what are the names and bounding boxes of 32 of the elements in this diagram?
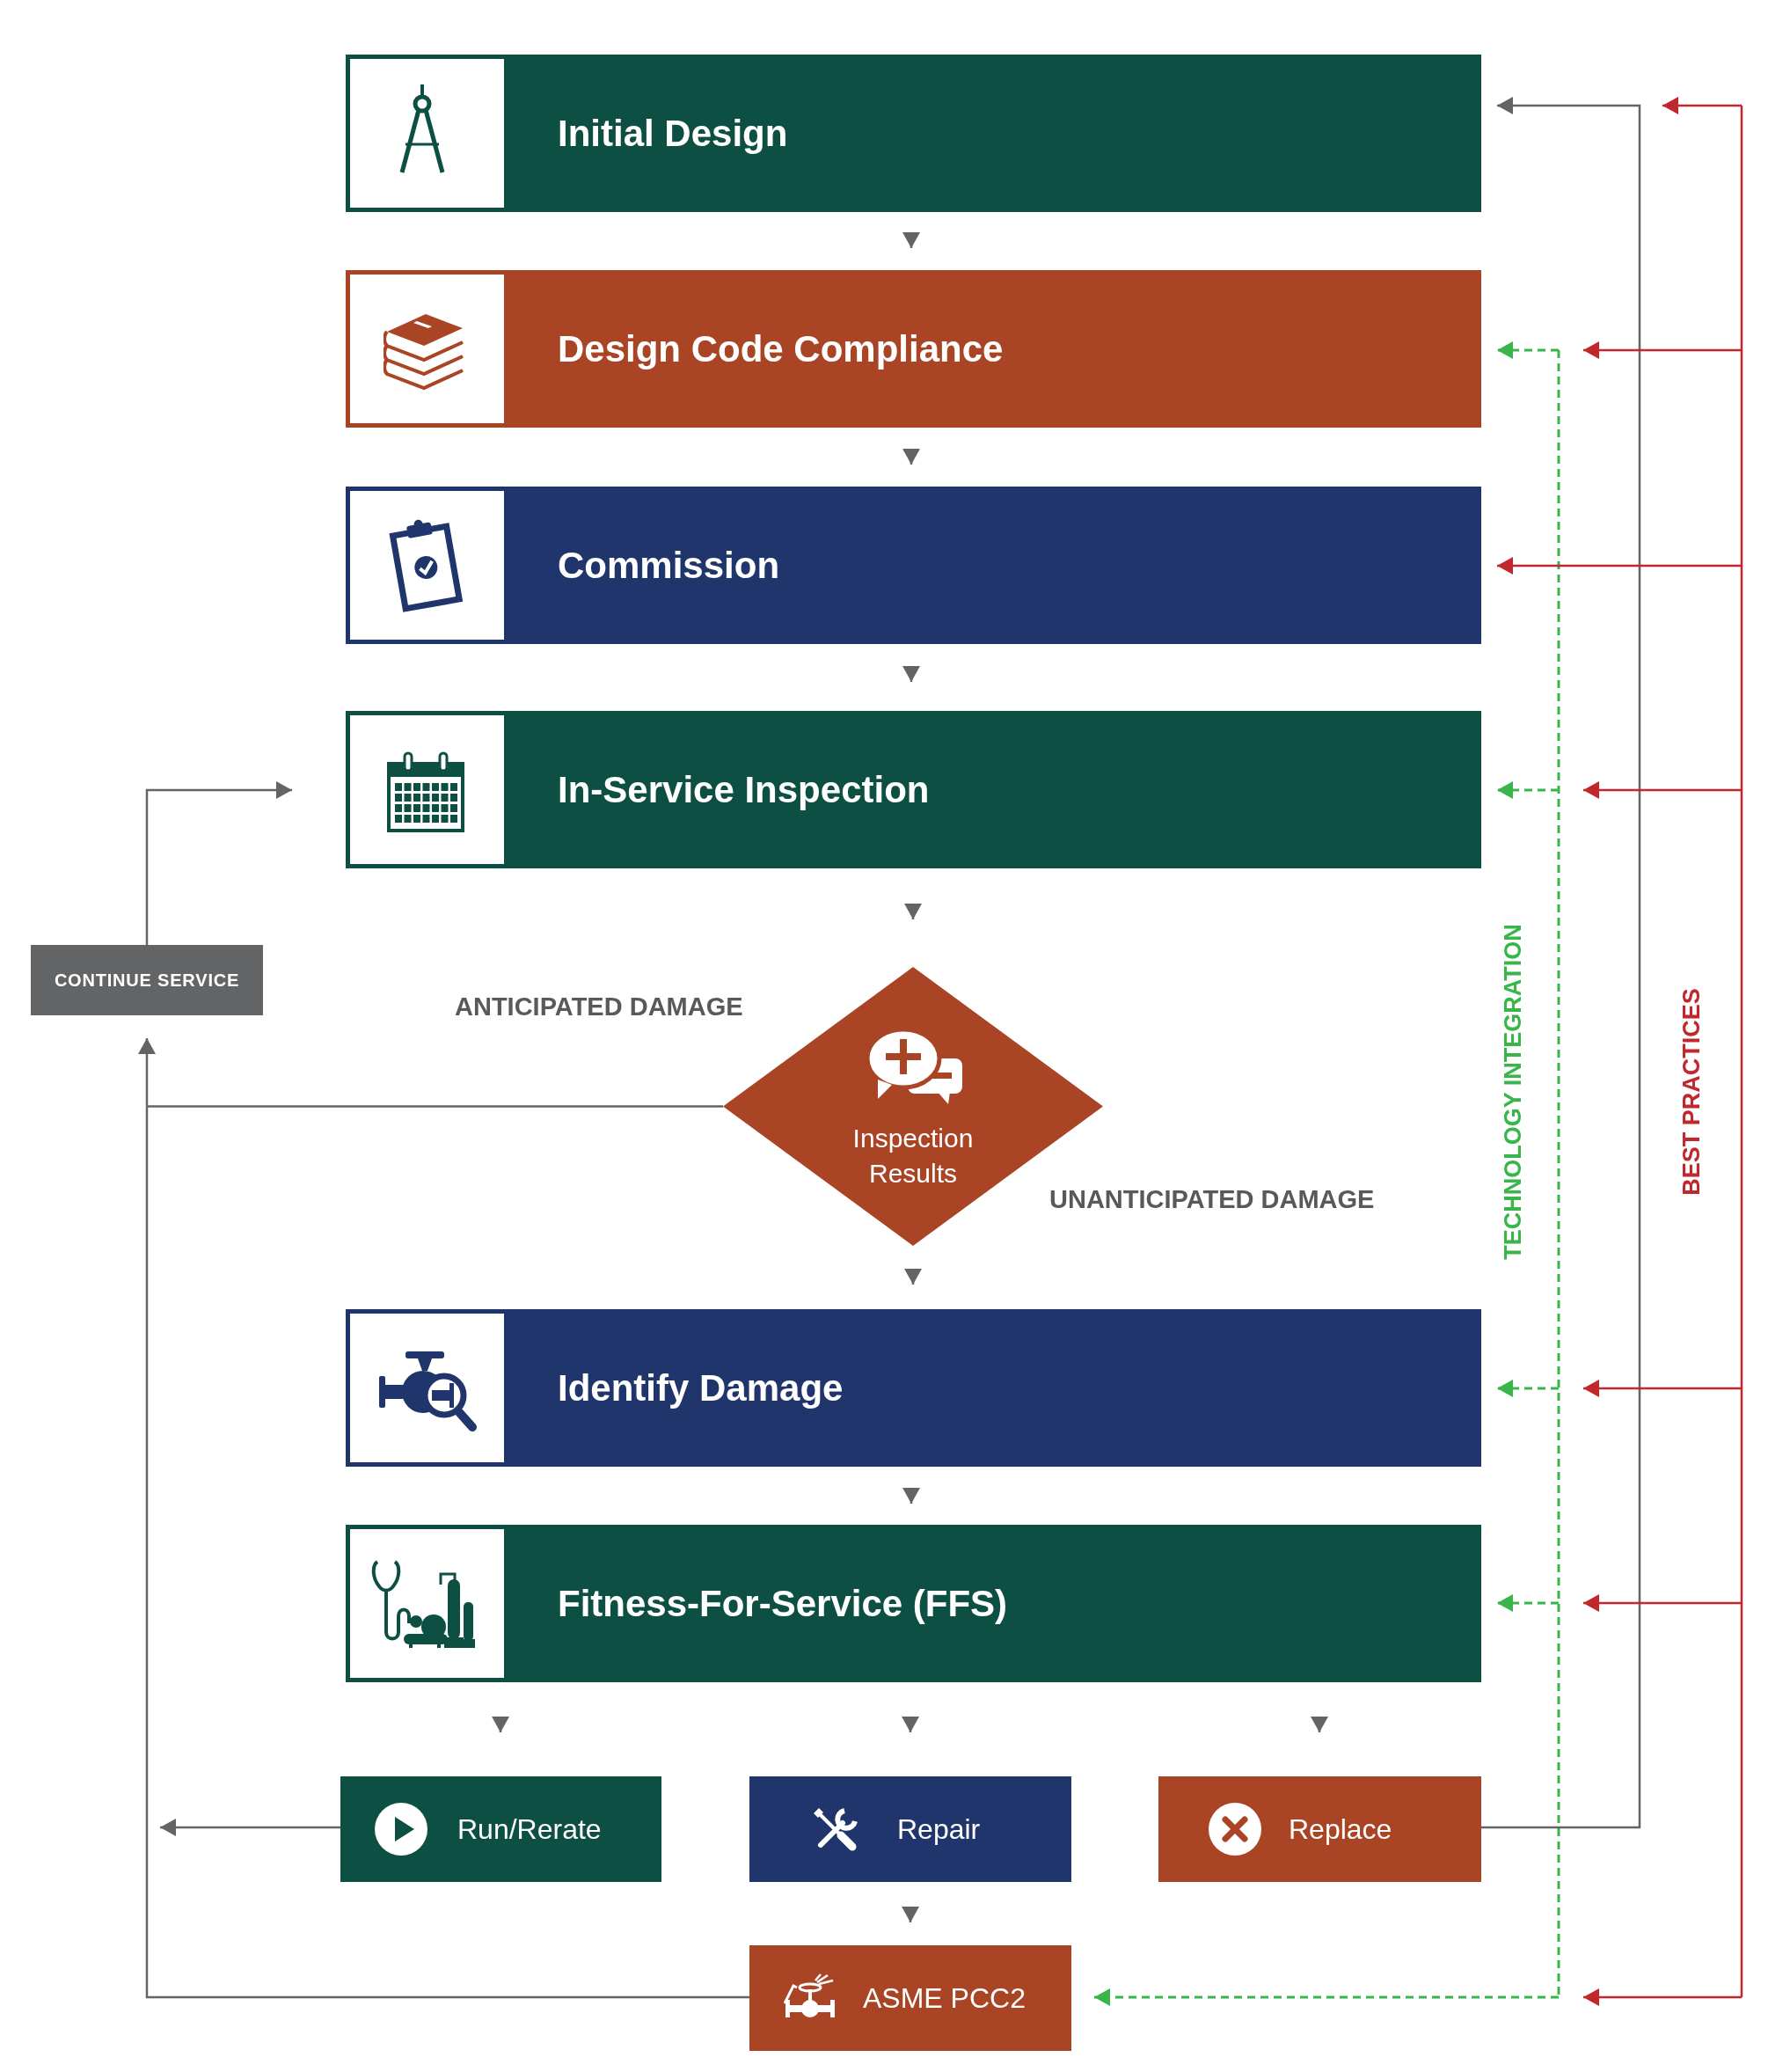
arrow bbox=[1481, 97, 1641, 1829]
decision-label: Inspection Results bbox=[852, 1123, 974, 1190]
action-box bbox=[749, 1945, 1071, 2051]
step-title: Fitness-For-Service (FFS) bbox=[558, 1582, 1008, 1625]
process-box bbox=[346, 55, 1481, 212]
action-box bbox=[340, 1776, 661, 1882]
vertical-label: TECHNOLOGY INTEGRATION bbox=[1499, 924, 1527, 1260]
action-label: Replace bbox=[1289, 1812, 1392, 1846]
branch-label: ANTICIPATED DAMAGE bbox=[455, 992, 743, 1021]
step-title: Initial Design bbox=[558, 112, 788, 155]
process-box bbox=[346, 711, 1481, 868]
step-title: Identify Damage bbox=[558, 1366, 844, 1409]
vertical-label: BEST PRACTICES bbox=[1677, 988, 1706, 1196]
arrow bbox=[160, 1819, 340, 1836]
connector-line bbox=[1740, 106, 1743, 1997]
branch-label: UNANTICIPATED DAMAGE bbox=[1049, 1185, 1375, 1214]
action-label: ASME PCC2 bbox=[863, 1981, 1026, 2015]
dashed-line bbox=[1557, 350, 1560, 1997]
step-title: Commission bbox=[558, 544, 780, 587]
action-label: Run/Rerate bbox=[457, 1812, 602, 1846]
process-box bbox=[346, 487, 1481, 644]
process-box bbox=[346, 1309, 1481, 1467]
process-box bbox=[31, 945, 263, 1015]
action-label: Repair bbox=[897, 1812, 981, 1846]
process-box bbox=[346, 270, 1481, 428]
process-box bbox=[346, 1525, 1481, 1682]
step-title: Design Code Compliance bbox=[558, 327, 1004, 370]
step-title: In-Service Inspection bbox=[558, 768, 930, 811]
action-box bbox=[749, 1776, 1071, 1882]
step-label: CONTINUE SERVICE bbox=[54, 970, 240, 991]
connector-line bbox=[147, 1105, 723, 1108]
action-box bbox=[1158, 1776, 1481, 1882]
